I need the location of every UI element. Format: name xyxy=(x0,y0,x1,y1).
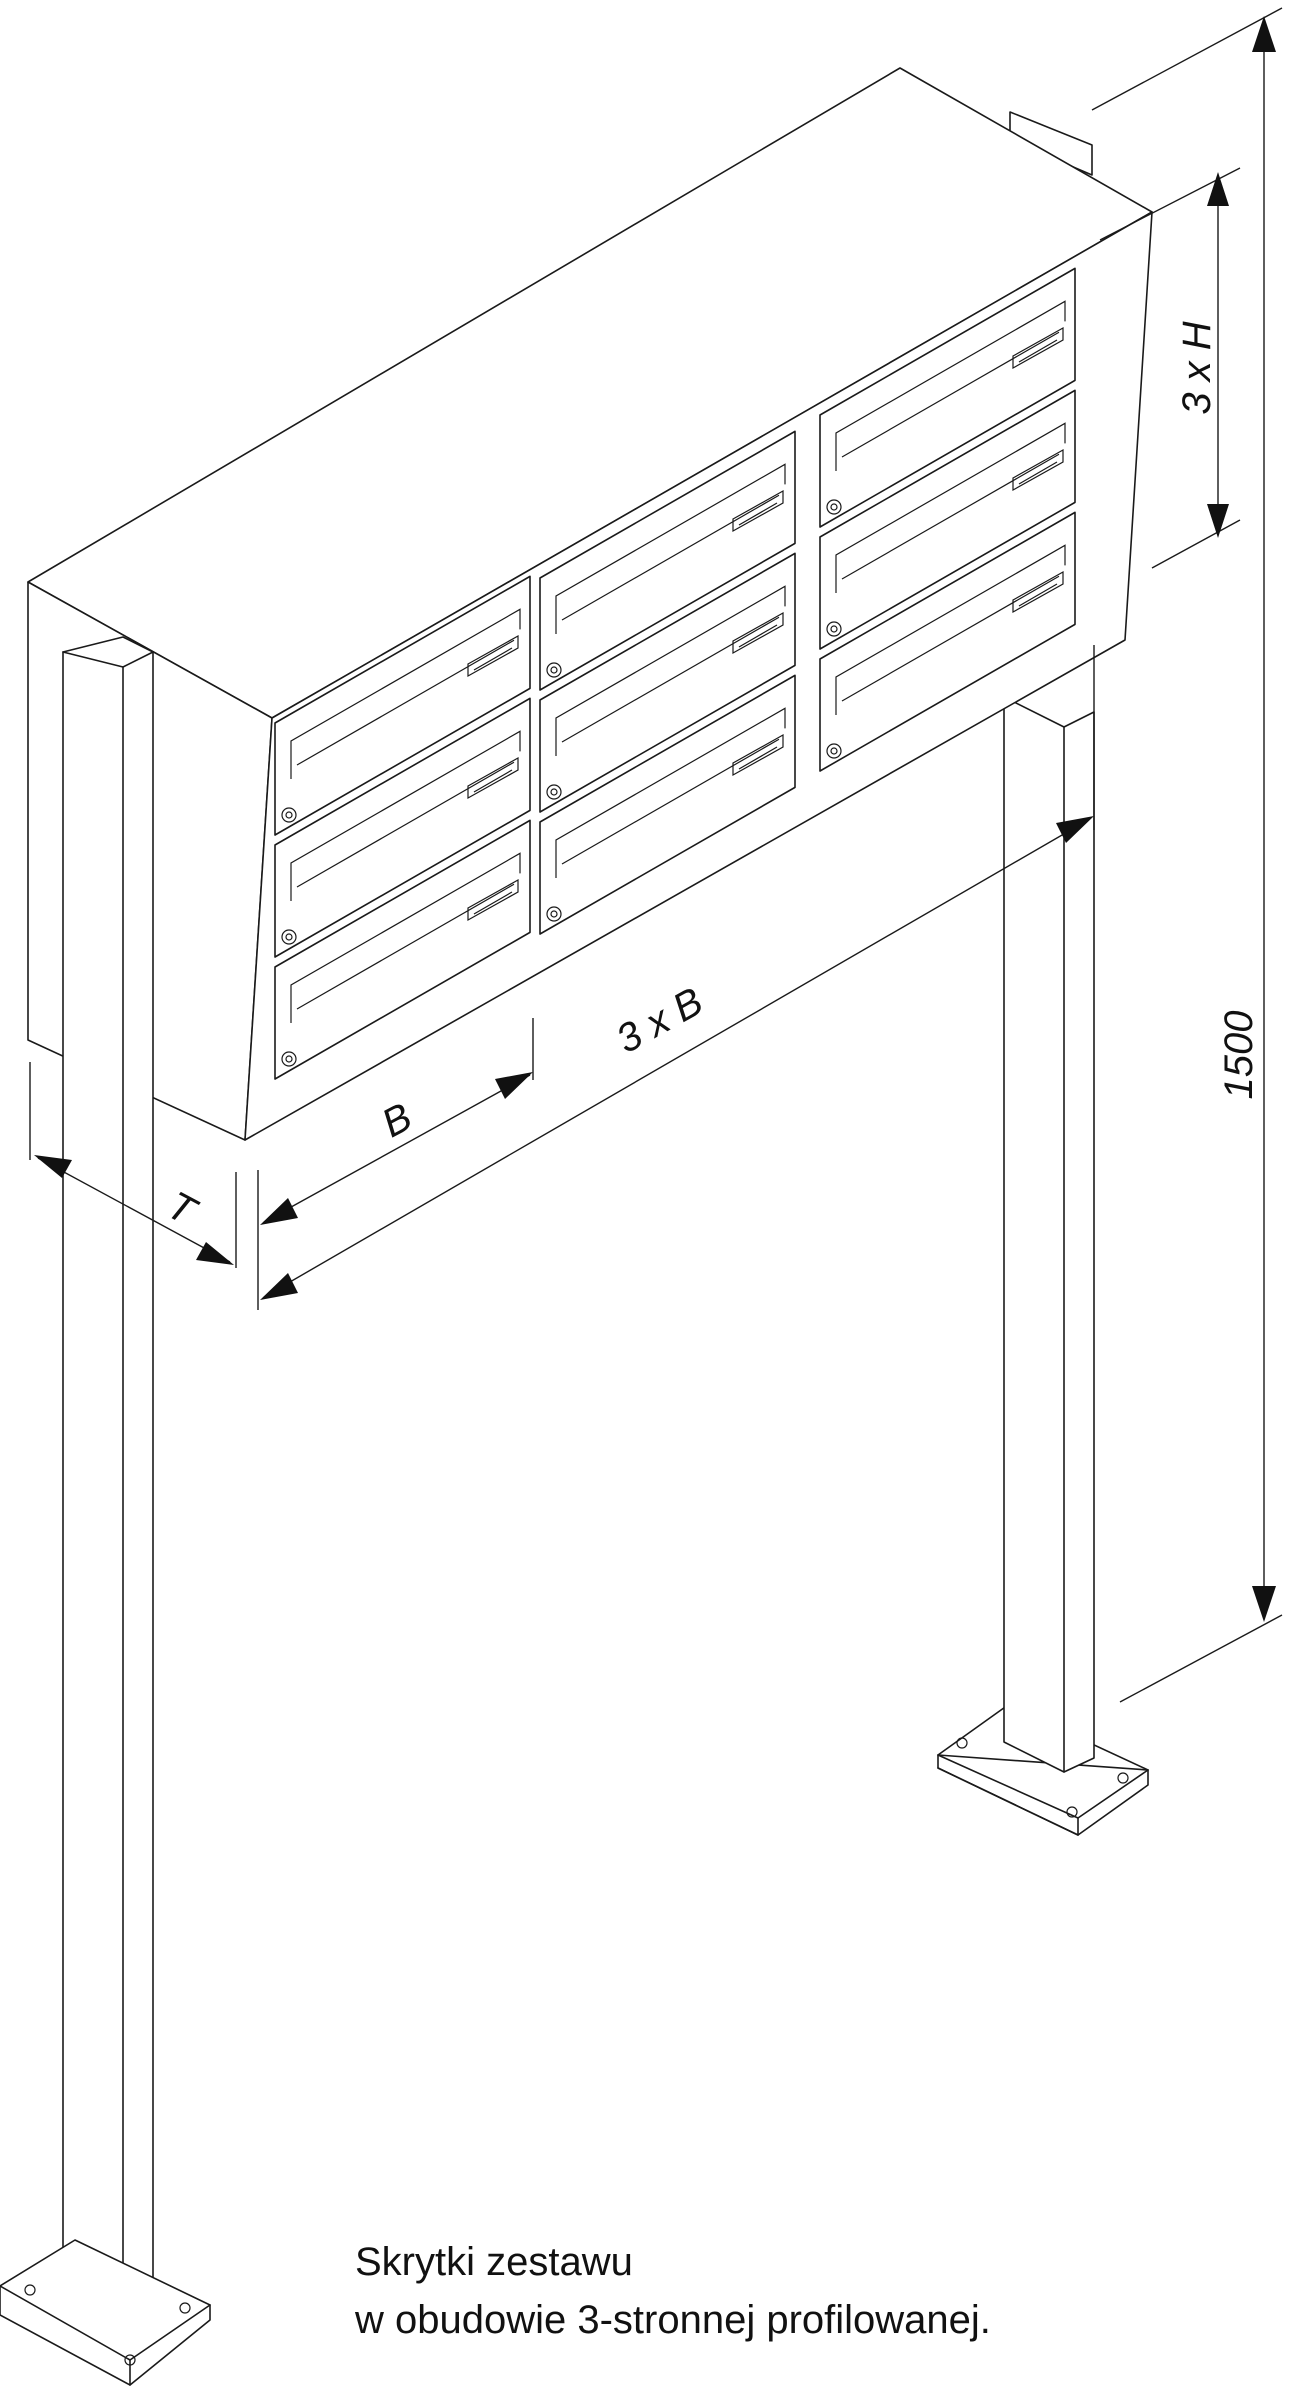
mailbox-door xyxy=(819,267,1076,528)
name-plate xyxy=(1012,449,1064,492)
lock-icon xyxy=(826,621,842,637)
caption-line-2: w obudowie 3-stronnej profilowanej. xyxy=(355,2298,991,2342)
mailbox-housing xyxy=(27,67,1153,1141)
name-plate xyxy=(1012,327,1064,370)
mailbox-door xyxy=(539,674,796,935)
back-post-column xyxy=(1003,696,1095,1773)
lock-icon xyxy=(281,807,297,823)
back-post xyxy=(937,696,1149,1836)
mailbox-door xyxy=(539,552,796,813)
name-plate xyxy=(732,612,784,655)
name-plate xyxy=(467,879,519,922)
label-total-width: 3 x B xyxy=(609,979,710,1062)
lock-icon xyxy=(546,784,562,800)
label-total-height: 1500 xyxy=(1217,1011,1261,1100)
name-plate xyxy=(467,635,519,678)
front-post-base-plate xyxy=(0,2239,211,2386)
caption-line-1: Skrytki zestawu xyxy=(355,2240,633,2284)
front-post xyxy=(0,636,211,2386)
name-plate xyxy=(732,734,784,777)
mailbox-door xyxy=(274,697,531,958)
label-boxes-height: 3 x H xyxy=(1175,321,1219,414)
mailbox-door xyxy=(274,819,531,1080)
mailbox-door xyxy=(819,511,1076,772)
mailbox-door xyxy=(274,575,531,836)
front-post-column xyxy=(62,636,154,2336)
lock-icon xyxy=(281,929,297,945)
lock-icon xyxy=(281,1051,297,1067)
lock-icon xyxy=(546,906,562,922)
name-plate xyxy=(467,757,519,800)
dimension-total-height: 1500 xyxy=(1091,7,1283,1703)
lock-icon xyxy=(546,662,562,678)
name-plate xyxy=(732,490,784,533)
dimension-boxes-height: 3 x H xyxy=(1099,167,1241,569)
back-post-base-plate xyxy=(937,1754,1149,1836)
name-plate xyxy=(1012,571,1064,614)
lock-icon xyxy=(826,499,842,515)
mailbox-door xyxy=(539,430,796,691)
mailbox-door xyxy=(819,389,1076,650)
label-single-width: B xyxy=(375,1095,419,1146)
lock-icon xyxy=(826,743,842,759)
mailbox-doors xyxy=(274,267,1076,1080)
